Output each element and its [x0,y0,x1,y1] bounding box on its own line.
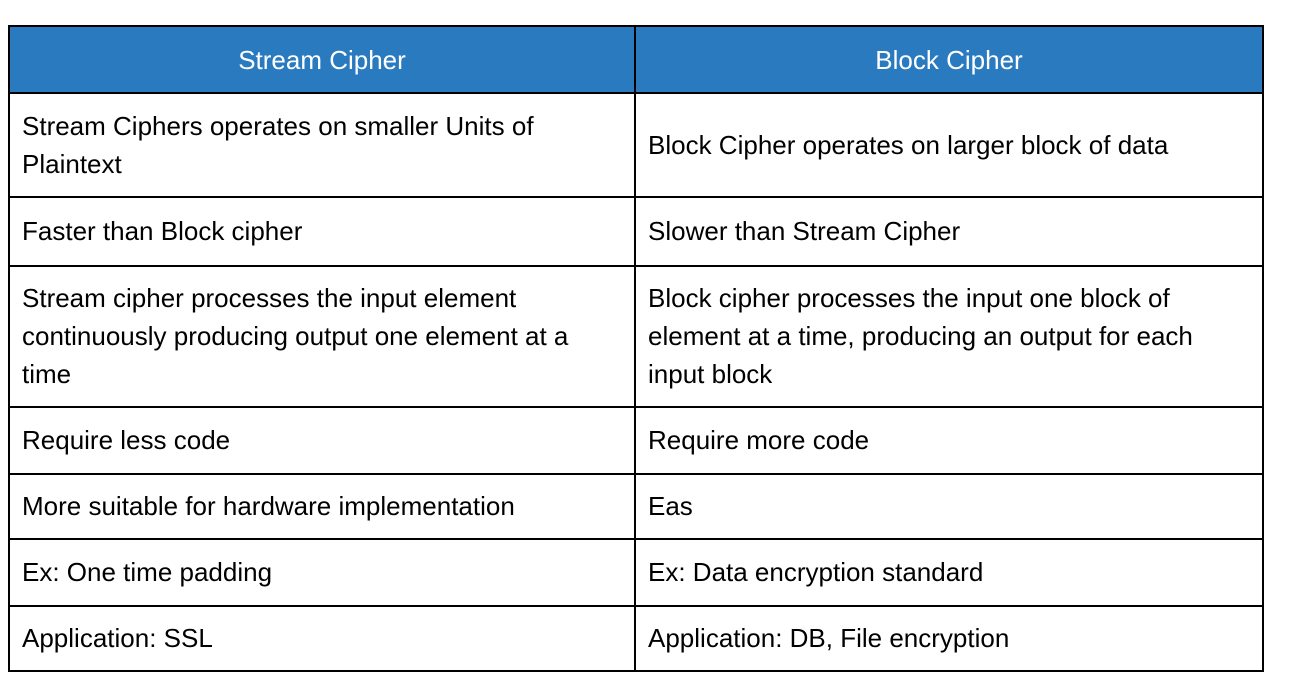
table-row: Ex: One time padding Ex: Data encryption… [8,538,1264,607]
cell-text: Slower than Stream Cipher [648,216,961,246]
table-header-row: Stream Cipher Block Cipher [8,25,1264,94]
table-row: Stream Ciphers operates on smaller Units… [8,92,1264,198]
table-cell-block-6: Ex: Data encryption standard [634,538,1264,607]
table-cell-stream-2: Faster than Block cipher [8,196,636,267]
table-row: Application: SSL Application: DB, File e… [8,605,1264,672]
cell-text: Ex: Data encryption standard [648,557,984,587]
cell-text: Block cipher processes the input one blo… [648,283,1193,389]
cell-text: Ex: One time padding [22,557,273,587]
column-header-block-cipher: Block Cipher [634,25,1264,94]
cell-text: Application: DB, File encryption [648,623,1010,653]
column-header-stream-cipher: Stream Cipher [8,25,636,94]
cell-text: Require less code [22,425,231,455]
table-cell-stream-1: Stream Ciphers operates on smaller Units… [8,92,636,198]
cell-text: Eas [648,491,693,521]
table-cell-stream-5: More suitable for hardware implementatio… [8,473,636,540]
table-cell-stream-7: Application: SSL [8,605,636,672]
cell-text: Block Cipher operates on larger block of… [648,129,1169,160]
cell-text: Require more code [648,425,870,455]
cell-text: Stream Ciphers operates on smaller Units… [22,110,534,179]
table-row: More suitable for hardware implementatio… [8,473,1264,540]
table-body: Stream Ciphers operates on smaller Units… [8,92,1264,672]
cell-text: Application: SSL [22,623,213,653]
table-row: Require less code Require more code [8,406,1264,475]
table-cell-stream-4: Require less code [8,406,636,475]
cell-text: Stream cipher processes the input elemen… [22,283,569,389]
table-cell-block-3: Block cipher processes the input one blo… [634,265,1264,408]
table-row: Stream cipher processes the input elemen… [8,265,1264,408]
cipher-comparison-table: Stream Cipher Block Cipher Stream Cipher… [8,25,1264,672]
table-cell-block-7: Application: DB, File encryption [634,605,1264,672]
cell-text: More suitable for hardware implementatio… [22,491,515,521]
table-cell-stream-6: Ex: One time padding [8,538,636,607]
table-header: Stream Cipher Block Cipher [8,25,1264,94]
table-cell-stream-3: Stream cipher processes the input elemen… [8,265,636,408]
table-row: Faster than Block cipher Slower than Str… [8,196,1264,267]
cell-text: Faster than Block cipher [22,216,303,246]
table-cell-block-2: Slower than Stream Cipher [634,196,1264,267]
table-cell-block-5: Eas [634,473,1264,540]
table-cell-block-4: Require more code [634,406,1264,475]
table-cell-block-1: Block Cipher operates on larger block of… [634,92,1264,198]
